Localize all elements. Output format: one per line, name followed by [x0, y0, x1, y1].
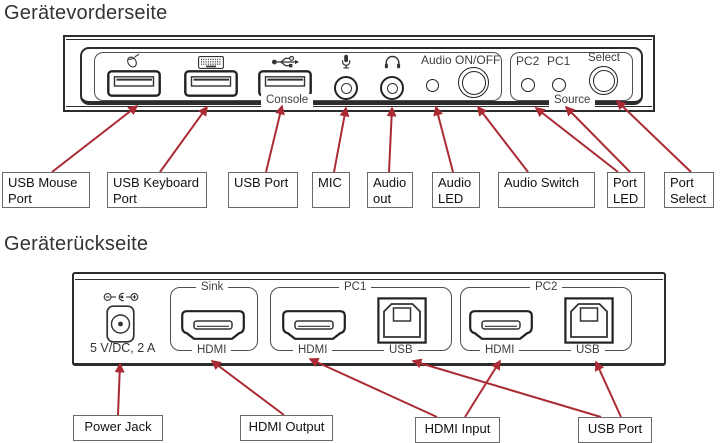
pc2-usb-b-port: [564, 297, 614, 344]
pc2-hdmi-port: [469, 310, 533, 340]
keyboard-icon: [198, 56, 224, 69]
pc1-hdmi-port: [282, 310, 346, 340]
mic-jack: [334, 76, 358, 100]
audio-onoff-label: Audio ON/OFF: [421, 53, 501, 67]
pc2-group-label: PC2: [530, 281, 563, 294]
callout-hdmi-input: HDMI Input: [415, 417, 500, 443]
power-rating-label: 5 V/DC, 2 A: [90, 341, 156, 355]
callout-usb-port: USB Port: [228, 172, 298, 208]
hdmi-output-port: [181, 310, 245, 340]
callout-port-led: Port LED: [607, 172, 645, 208]
callout-audio-led: Audio LED: [432, 172, 480, 208]
usb-icon: [272, 55, 299, 68]
audio-out-jack: [380, 76, 404, 100]
callout-port-select: Port Select: [664, 172, 714, 208]
callout-hdmi-output: HDMI Output: [240, 415, 333, 441]
microphone-icon: [342, 54, 351, 69]
sink-hdmi-label: HDMI: [192, 344, 232, 357]
dc-polarity-icon: [103, 292, 139, 302]
select-button-label: Select: [588, 52, 620, 64]
pc1-led-label: PC1: [547, 54, 571, 68]
callout-usb-keyboard-port: USB Keyboard Port: [107, 172, 207, 208]
console-group-label: Console: [261, 94, 314, 107]
power-jack-port: [106, 305, 135, 343]
port-select-button: [589, 66, 618, 95]
callout-audio-out: Audio out: [367, 172, 413, 208]
callout-audio-switch: Audio Switch: [498, 172, 595, 208]
usb-mouse-port: [107, 70, 161, 97]
callout-usb-mouse-port: USB Mouse Port: [2, 172, 90, 208]
pc2-hdmi-label: HDMI: [480, 344, 520, 357]
sink-group-label: Sink: [196, 281, 229, 294]
pc1-led: [552, 78, 566, 92]
headphones-icon: [384, 55, 401, 69]
pc2-led: [521, 78, 535, 92]
back-section-title: Geräterückseite: [4, 233, 149, 255]
front-bottom-seam-line: [66, 106, 652, 107]
pc2-usb-label: USB: [571, 344, 605, 357]
audio-led: [426, 79, 439, 92]
source-group-label: Source: [549, 94, 596, 107]
mouse-icon: [127, 53, 140, 68]
pc1-usb-label: USB: [384, 344, 418, 357]
pc1-group-label: PC1: [339, 281, 372, 294]
usb-keyboard-port: [184, 70, 238, 97]
pc1-usb-b-port: [377, 297, 427, 344]
usb-console-port: [258, 70, 312, 97]
audio-switch-button: [458, 67, 489, 98]
pc2-led-label: PC2: [516, 54, 540, 68]
front-section-title: Gerätevorderseite: [4, 2, 168, 24]
callout-power-jack: Power Jack: [73, 415, 163, 441]
back-top-seam-line: [75, 279, 663, 280]
callout-usb-port: USB Port: [578, 417, 652, 443]
pc1-hdmi-label: HDMI: [293, 344, 333, 357]
front-top-seam-line: [66, 39, 652, 40]
callout-mic: MIC: [312, 172, 350, 208]
